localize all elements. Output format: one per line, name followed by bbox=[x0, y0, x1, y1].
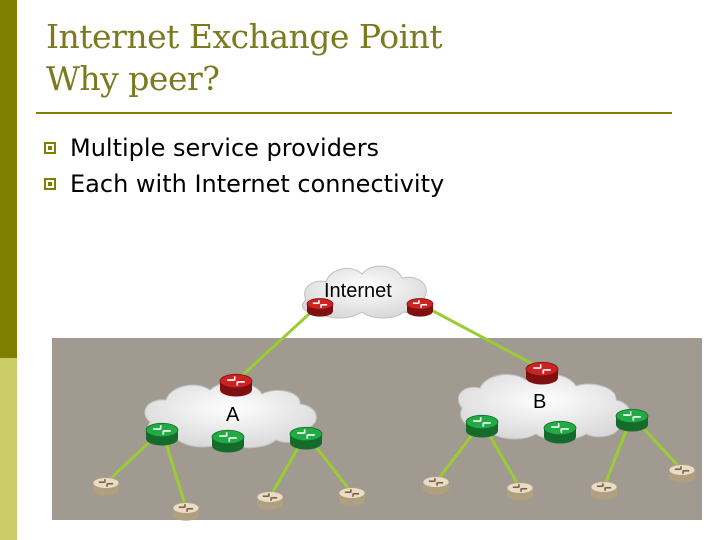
provider-b-edge-router-icon bbox=[465, 414, 499, 438]
provider-b-label: B bbox=[533, 391, 546, 413]
link-internet-b bbox=[419, 302, 543, 371]
internet-cloud bbox=[302, 265, 427, 319]
provider-a-edge-router-icon bbox=[289, 426, 323, 450]
bullet-text: Each with Internet connectivity bbox=[70, 170, 445, 198]
link-internet-a bbox=[234, 302, 322, 383]
provider-a-core-router-icon bbox=[219, 373, 253, 397]
internet-label: Internet bbox=[324, 280, 392, 302]
sidebar-accent-light bbox=[0, 358, 17, 540]
provider-a-label: A bbox=[226, 404, 240, 426]
provider-b-core-router-icon bbox=[525, 361, 559, 385]
title-divider bbox=[36, 112, 672, 114]
title-line-2: Why peer? bbox=[46, 59, 220, 98]
customer-router-icon bbox=[92, 477, 120, 496]
provider-a-edge-router-icon bbox=[145, 422, 179, 446]
customer-router-icon bbox=[172, 502, 200, 521]
bullet-text: Multiple service providers bbox=[70, 134, 380, 162]
customer-router-icon bbox=[590, 481, 618, 500]
customer-router-icon bbox=[338, 487, 366, 506]
bullet-square-icon bbox=[44, 142, 56, 154]
bullet-item: Each with Internet connectivity bbox=[44, 166, 444, 202]
bullet-list: Multiple service providers Each with Int… bbox=[44, 130, 444, 202]
customer-router-icon bbox=[256, 491, 284, 510]
sidebar-accent-dark bbox=[0, 0, 17, 358]
slide-title: Internet Exchange Point Why peer? bbox=[46, 16, 443, 100]
provider-a-cloud bbox=[144, 381, 317, 449]
title-line-1: Internet Exchange Point bbox=[46, 17, 443, 56]
bullet-square-icon bbox=[44, 178, 56, 190]
customer-router-icon bbox=[506, 482, 534, 501]
customer-router-icon bbox=[422, 476, 450, 495]
provider-b-edge-router-icon bbox=[615, 408, 649, 432]
provider-b-edge-router-icon bbox=[543, 420, 577, 444]
provider-a-edge-router-icon bbox=[211, 429, 245, 453]
routers bbox=[92, 298, 696, 521]
internet-router-left-icon bbox=[306, 298, 334, 317]
internet-router-right-icon bbox=[406, 298, 434, 317]
customer-router-icon bbox=[668, 464, 696, 483]
bullet-item: Multiple service providers bbox=[44, 130, 444, 166]
